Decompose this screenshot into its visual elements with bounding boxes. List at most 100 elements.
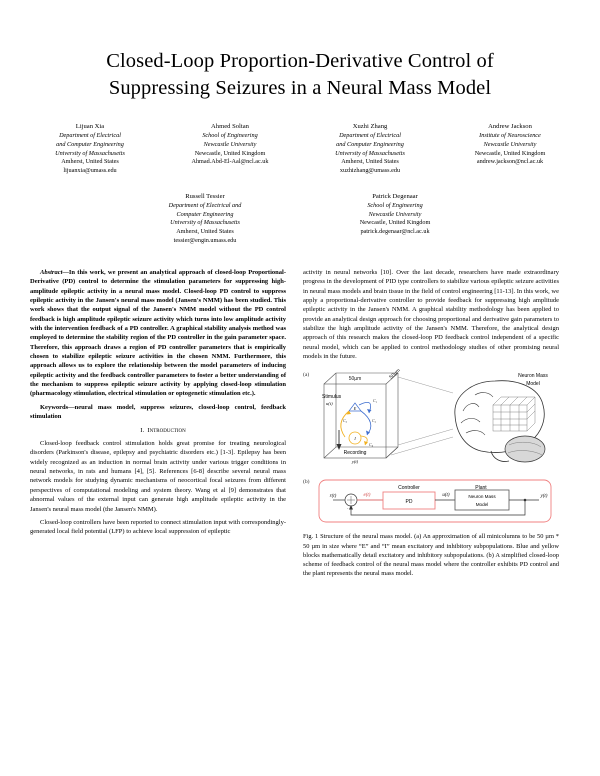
author-affiliation-2: Newcastle University xyxy=(368,210,422,218)
author-affiliation-3: University of Massachusetts xyxy=(55,149,125,157)
brain-label-line-1: Neuron Mass xyxy=(518,373,548,379)
author-location: Newcastle, United Kingdom xyxy=(359,219,431,227)
figure-number: Fig. 1 xyxy=(303,533,319,541)
plant-heading: Plant xyxy=(475,485,487,491)
figure-caption-text: Structure of the neural mass model. (a) … xyxy=(303,533,559,578)
right-column-paragraph-1: activity in neural networks [10]. Over t… xyxy=(303,268,559,361)
author-email: Ahmad.Abd-El-Aal@ncl.ac.uk xyxy=(191,158,269,166)
authors-row-2: Russell Tessier Department of Electrical… xyxy=(0,192,600,246)
left-column: Abstract—In this work, we present an ana… xyxy=(30,268,286,579)
brain-illustration xyxy=(454,380,546,463)
author-affiliation-2: Computer Engineering xyxy=(176,210,234,218)
cube-top-scale-label: 50µm xyxy=(349,376,362,382)
author-location: Amherst, United States xyxy=(341,158,399,166)
c1-label: C₁ xyxy=(373,398,378,403)
reference-signal-label: r(t) xyxy=(330,494,337,499)
author-block: Xuzhi Zhang Department of Electrical and… xyxy=(304,122,436,176)
c2-label: C₂ xyxy=(372,418,377,423)
cube-side-scale-label: 50µm xyxy=(388,368,401,381)
keywords-body: neural mass model, suppress seizures, cl… xyxy=(30,403,286,421)
cube-brain-connectors xyxy=(390,377,454,456)
output-signal-label: y(t) xyxy=(540,494,548,499)
author-block: Ahmed Soltan School of Engineering Newca… xyxy=(164,122,296,176)
keywords-paragraph: Keywords—neural mass model, suppress sei… xyxy=(30,403,286,422)
stimulus-signal-label: u(t) xyxy=(326,401,333,406)
figure-panel-a: 50µm 50µm Stimulus u(t) E xyxy=(303,367,559,475)
summing-junction-minus: - xyxy=(347,505,349,510)
recording-signal-label: y(t) xyxy=(351,459,359,464)
author-affiliation-1: Department of Electrical xyxy=(59,131,121,139)
panel-b-label: (b) xyxy=(303,479,310,486)
author-location: Newcastle, United Kingdom xyxy=(474,149,546,157)
c1-arrowhead xyxy=(367,409,372,414)
stimulus-label: Stimulus xyxy=(322,394,342,400)
figure-1: 50µm 50µm Stimulus u(t) E xyxy=(303,367,559,578)
excitatory-node: E xyxy=(348,402,362,412)
author-affiliation-2: Newcastle University xyxy=(203,140,257,148)
author-name: Lijuan Xia xyxy=(75,123,105,131)
author-affiliation-2: and Computer Engineering xyxy=(336,140,404,148)
author-affiliation-2: and Computer Engineering xyxy=(56,140,124,148)
c3-arrowhead xyxy=(346,411,351,415)
c2-arrowhead xyxy=(366,430,370,436)
plant-block-label-line-1: Neuron Mass xyxy=(468,494,496,499)
keywords-lead: Keywords— xyxy=(40,403,75,411)
title-block: Closed-Loop Proportion-Derivative Contro… xyxy=(0,0,600,102)
pd-controller-label: PD xyxy=(406,499,413,505)
closed-loop-boundary xyxy=(318,479,552,523)
authors-row-1: Lijuan Xia Department of Electrical and … xyxy=(0,122,600,176)
author-affiliation-1: Department of Electrical xyxy=(339,131,401,139)
author-name: Andrew Jackson xyxy=(488,123,532,131)
body-columns: Abstract—In this work, we present an ana… xyxy=(0,246,600,579)
author-affiliation-1: School of Engineering xyxy=(367,201,423,209)
author-location: Amherst, United States xyxy=(176,228,234,236)
plant-block-label-line-2: Model xyxy=(476,502,489,507)
abstract-body: In this work, we present an analytical a… xyxy=(30,268,286,398)
excitatory-node-label: E xyxy=(353,406,357,411)
panel-b-graphic: Controller Plant r(t) - e( xyxy=(318,479,552,523)
feedback-arrowhead xyxy=(349,505,353,510)
panel-a-graphic: 50µm 50µm Stimulus u(t) E xyxy=(322,368,548,464)
error-signal-label: e(t) xyxy=(364,493,371,498)
figure-caption: Fig. 1 Structure of the neural mass mode… xyxy=(303,532,559,578)
control-signal-label: u(t) xyxy=(442,493,450,498)
author-email: patrick.degenaar@ncl.ac.uk xyxy=(360,228,430,236)
author-affiliation-3: University of Massachusetts xyxy=(170,219,240,227)
brain-grid-cube xyxy=(492,397,536,432)
pd-controller-block: PD xyxy=(382,491,436,510)
plant-block: Neuron Mass Model xyxy=(454,489,510,511)
author-affiliation-3: University of Massachusetts xyxy=(335,149,405,157)
abstract-paragraph: Abstract—In this work, we present an ana… xyxy=(30,268,286,399)
intro-paragraph-1: Closed-loop feedback control stimulation… xyxy=(30,440,286,513)
recording-arrowhead xyxy=(336,444,342,451)
section-title: Introduction xyxy=(147,426,186,434)
author-affiliation-2: Newcastle University xyxy=(483,140,537,148)
right-column: activity in neural networks [10]. Over t… xyxy=(303,268,559,579)
author-affiliation-1: School of Engineering xyxy=(202,131,258,139)
author-name: Ahmed Soltan xyxy=(211,123,249,131)
panel-a-label: (a) xyxy=(303,372,310,379)
title-line-2: Suppressing Seizures in a Neural Mass Mo… xyxy=(108,77,492,100)
minicolumn-cube xyxy=(323,373,399,459)
author-block: Patrick Degenaar School of Engineering N… xyxy=(329,192,461,246)
abstract-lead: Abstract— xyxy=(40,268,69,276)
author-name: Xuzhi Zhang xyxy=(352,123,388,131)
c4-arrowhead xyxy=(364,441,368,446)
c4-label: C₄ xyxy=(369,442,374,447)
inhibitory-node-label: I xyxy=(353,436,356,441)
recording-label: Recording xyxy=(344,450,367,456)
section-heading-introduction: I. Introduction xyxy=(30,426,286,435)
author-affiliation-1: Institute of Neuroscience xyxy=(479,131,541,139)
title-line-1: Closed-Loop Proportion-Derivative Contro… xyxy=(106,50,494,72)
author-block: Lijuan Xia Department of Electrical and … xyxy=(24,122,156,176)
author-email: andrew.jackson@ncl.ac.uk xyxy=(476,158,544,166)
figure-panel-b: (b) Controller Plant r(t) xyxy=(303,477,559,527)
author-email: lijuanxia@umass.edu xyxy=(63,167,117,175)
c3-label: C₃ xyxy=(343,418,348,423)
inhibitory-node: I xyxy=(348,431,362,445)
c2-connection-arc xyxy=(360,411,372,436)
author-affiliation-1: Department of Electrical and xyxy=(168,201,242,209)
section-numeral: I. xyxy=(140,426,145,434)
author-name: Patrick Degenaar xyxy=(372,192,418,200)
author-email: tessier@engin.umass.edu xyxy=(173,236,237,244)
